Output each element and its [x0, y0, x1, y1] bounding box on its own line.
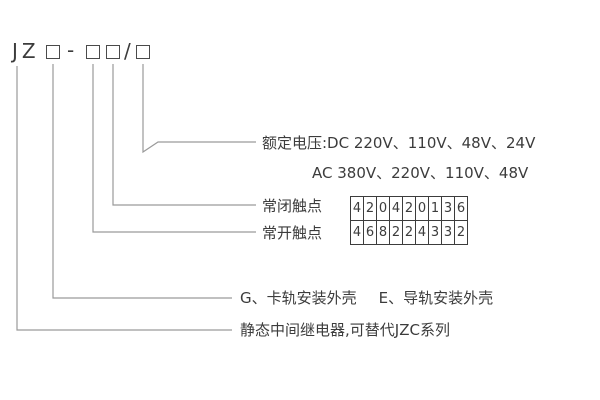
- table-cell: 3: [441, 196, 455, 221]
- table-cell: 4: [350, 220, 364, 245]
- model-box-voltage: [136, 45, 150, 59]
- nc-contacts-row: 4 2 0 4 2 0 1 3 6: [350, 196, 468, 221]
- series-label: 静态中间继电器,可替代JZC系列: [240, 321, 450, 339]
- housing-e-label: E、导轨安装外壳: [378, 289, 494, 307]
- table-cell: 3: [428, 220, 442, 245]
- rated-voltage-dc-label: 额定电压:DC 220V、110V、48V、24V: [262, 134, 536, 152]
- no-contacts-row: 4 6 8 2 2 4 3 3 2: [350, 220, 468, 245]
- table-cell: 4: [389, 196, 403, 221]
- nc-contacts-label: 常闭触点: [262, 197, 323, 215]
- table-cell: 0: [415, 196, 429, 221]
- leader-line-voltage: [142, 64, 256, 154]
- table-cell: 1: [428, 196, 442, 221]
- leader-line-housing: [52, 64, 232, 299]
- model-box-no-contacts: [86, 45, 100, 59]
- contact-table: 4 2 0 4 2 0 1 3 6 4 6 8 2 2 4 3 3 2: [350, 196, 468, 245]
- model-slash: /: [124, 39, 135, 63]
- table-cell: 2: [402, 220, 416, 245]
- no-contacts-label: 常开触点: [262, 224, 323, 242]
- table-cell: 2: [402, 196, 416, 221]
- leader-line-nc-contacts: [112, 64, 256, 206]
- table-cell: 6: [454, 196, 468, 221]
- model-prefix: JZ: [12, 39, 40, 63]
- model-box-nc-contacts: [106, 45, 120, 59]
- table-cell: 2: [363, 196, 377, 221]
- table-cell: 0: [376, 196, 390, 221]
- model-dash: -: [67, 38, 79, 62]
- leader-line-series: [16, 66, 232, 331]
- table-cell: 6: [363, 220, 377, 245]
- table-cell: 2: [389, 220, 403, 245]
- table-cell: 4: [350, 196, 364, 221]
- housing-g-label: G、卡轨安装外壳: [240, 289, 357, 307]
- table-cell: 2: [454, 220, 468, 245]
- table-cell: 4: [415, 220, 429, 245]
- table-cell: 3: [441, 220, 455, 245]
- rated-voltage-ac-label: AC 380V、220V、110V、48V: [312, 164, 529, 182]
- table-cell: 8: [376, 220, 390, 245]
- model-box-housing: [46, 45, 60, 59]
- housing-label: G、卡轨安装外壳 E、导轨安装外壳: [240, 289, 493, 307]
- leader-line-no-contacts: [92, 64, 256, 233]
